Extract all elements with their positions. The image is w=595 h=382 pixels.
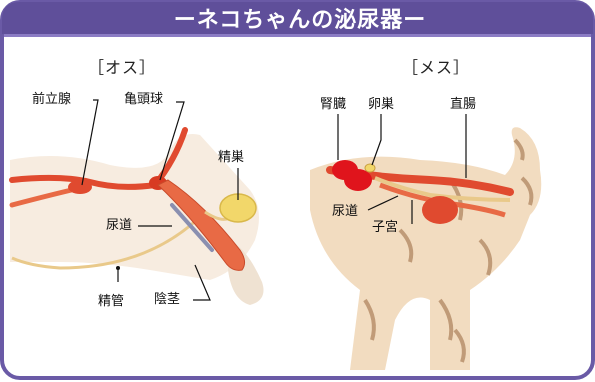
page-title: ーネコちゃんの泌尿器ー [173, 8, 427, 33]
female-urethra-organ [379, 182, 506, 218]
female-ovary-organ [364, 163, 376, 173]
label-kidney: 腎臓 [320, 97, 347, 112]
female-section-label: ［メス］ [402, 58, 471, 77]
leader-urethra-female [367, 195, 399, 211]
female-bladder-organ [422, 196, 458, 224]
female-tract [374, 176, 511, 202]
label-glans: 亀頭球 [124, 92, 164, 107]
female-kidney-organ-2 [344, 169, 372, 191]
label-penis: 陰茎 [154, 292, 181, 307]
leader-vas-dot [116, 266, 120, 270]
label-urethra-male: 尿道 [106, 218, 133, 233]
label-uterus: 子宮 [372, 220, 399, 235]
male-duct-upper [9, 127, 188, 190]
label-urethra-female: 尿道 [332, 204, 359, 219]
male-vas-deferens [11, 210, 207, 270]
male-urethra-line [170, 203, 214, 252]
male-illustration [9, 99, 264, 305]
leader-ovary [371, 114, 382, 166]
female-illustration [310, 114, 542, 370]
label-prostate: 前立腺 [32, 92, 72, 107]
label-rectum: 直腸 [450, 97, 477, 112]
header-bar [2, 2, 593, 34]
label-ovary: 卵巣 [368, 97, 395, 112]
label-testis: 精巣 [218, 150, 245, 165]
male-body-shape [10, 134, 259, 280]
male-prostate-organ [68, 180, 92, 194]
header-underline [4, 34, 591, 37]
label-vas-deferens: 精管 [98, 294, 125, 309]
leader-glans [159, 101, 185, 181]
leader-prostate [81, 99, 99, 186]
leader-penis [193, 264, 211, 301]
male-section-label: ［オス］ [88, 58, 157, 77]
